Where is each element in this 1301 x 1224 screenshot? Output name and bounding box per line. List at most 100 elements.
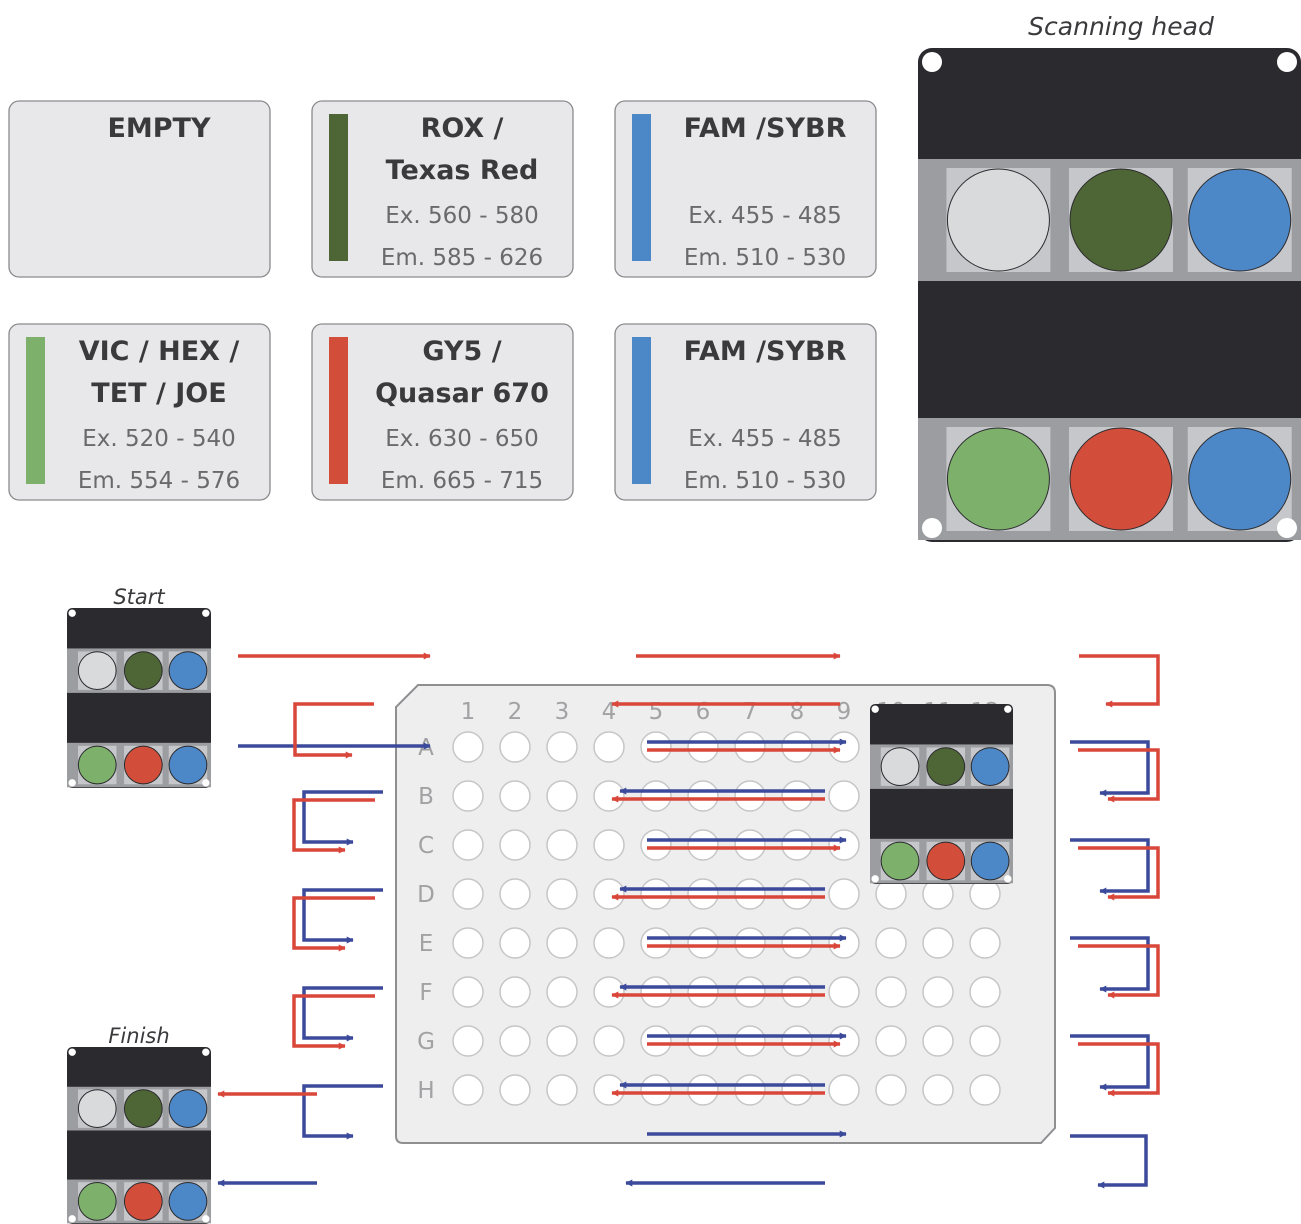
well [687,1074,719,1106]
well [499,976,531,1008]
scan-path-arrows [217,652,1160,1189]
well [781,878,813,910]
filter-fam-disc [970,747,1010,787]
filter-name: FAM /SYBR [684,113,847,144]
well [781,1074,813,1106]
red-path-arrow [292,798,375,854]
well [640,780,672,812]
well [499,1074,531,1106]
filter-vic-disc [880,841,920,881]
mount-hole [68,609,76,617]
well [828,731,860,763]
filter-emission: Em. 665 - 715 [381,468,543,494]
well [452,927,484,959]
well [593,976,625,1008]
filter-fam-disc [1188,168,1292,272]
red-path-arrow [1078,1042,1160,1097]
filter-emission: Em. 585 - 626 [381,245,543,271]
finish-label: Finish [108,1024,169,1048]
mount-hole [68,779,76,787]
filter-rox-disc [1069,168,1173,272]
well [546,780,578,812]
well [734,1025,766,1057]
well [452,1074,484,1106]
well [875,1074,907,1106]
well [875,976,907,1008]
well [687,1025,719,1057]
well [687,878,719,910]
filter-rox-disc [123,1089,163,1128]
filter-name: FAM /SYBR [684,336,847,367]
filter-fam-disc [168,745,208,785]
well [546,878,578,910]
well [828,829,860,861]
well [828,1025,860,1057]
well [734,976,766,1008]
well [499,780,531,812]
well [640,878,672,910]
filter-empty-disc [77,651,117,691]
filter-name: VIC / HEX / [79,336,240,367]
red-path-arrow [292,994,375,1050]
filter-fam-disc [168,651,208,691]
filter-color-bar [632,337,651,484]
mount-hole [1277,518,1297,538]
filter-empty-disc [946,168,1050,272]
mount-hole [871,705,879,713]
well [546,1074,578,1106]
filter-empty-disc [880,747,920,787]
well [781,1025,813,1057]
well [875,927,907,959]
filter-name: Quasar 670 [375,378,549,409]
scanning-head-title: Scanning head [1028,12,1214,41]
well [922,1074,954,1106]
well [969,927,1001,959]
blue-path-arrow [1070,740,1150,797]
filter-fam-disc [168,1089,208,1128]
row-label: G [417,1029,435,1055]
well [546,1025,578,1057]
well [593,780,625,812]
well [593,878,625,910]
well [734,878,766,910]
filter-card-background [311,323,574,501]
blue-path-arrow [302,888,383,944]
well [593,731,625,763]
well [640,829,672,861]
mount-hole [1004,875,1012,883]
well [546,976,578,1008]
filter-emission: Em. 510 - 530 [684,245,846,271]
red-path-arrow [293,702,374,759]
start-label: Start [113,585,165,609]
well [640,976,672,1008]
mount-hole [1277,52,1297,72]
red-path-arrow [1078,846,1160,901]
well [687,976,719,1008]
blue-path-arrow [302,986,383,1042]
well [875,1025,907,1057]
filter-emission: Em. 554 - 576 [78,468,240,494]
filter-card: EMPTY [8,100,271,278]
filter-vic-disc [946,427,1050,531]
row-label: H [417,1078,434,1104]
filter-excitation: Ex. 455 - 485 [688,203,842,229]
blue-path-arrow [1070,1134,1148,1189]
red-path-arrow [292,896,375,952]
filter-excitation: Ex. 630 - 650 [385,426,539,452]
well [499,829,531,861]
filter-excitation: Ex. 455 - 485 [688,426,842,452]
mount-hole [68,1048,76,1056]
filter-card-background [614,100,877,278]
well [828,1074,860,1106]
well [828,927,860,959]
well [499,731,531,763]
blue-path-arrow [1070,838,1150,895]
well [734,829,766,861]
mount-hole [922,518,942,538]
filter-vic-disc [77,745,117,785]
filter-name: ROX / [421,113,504,144]
